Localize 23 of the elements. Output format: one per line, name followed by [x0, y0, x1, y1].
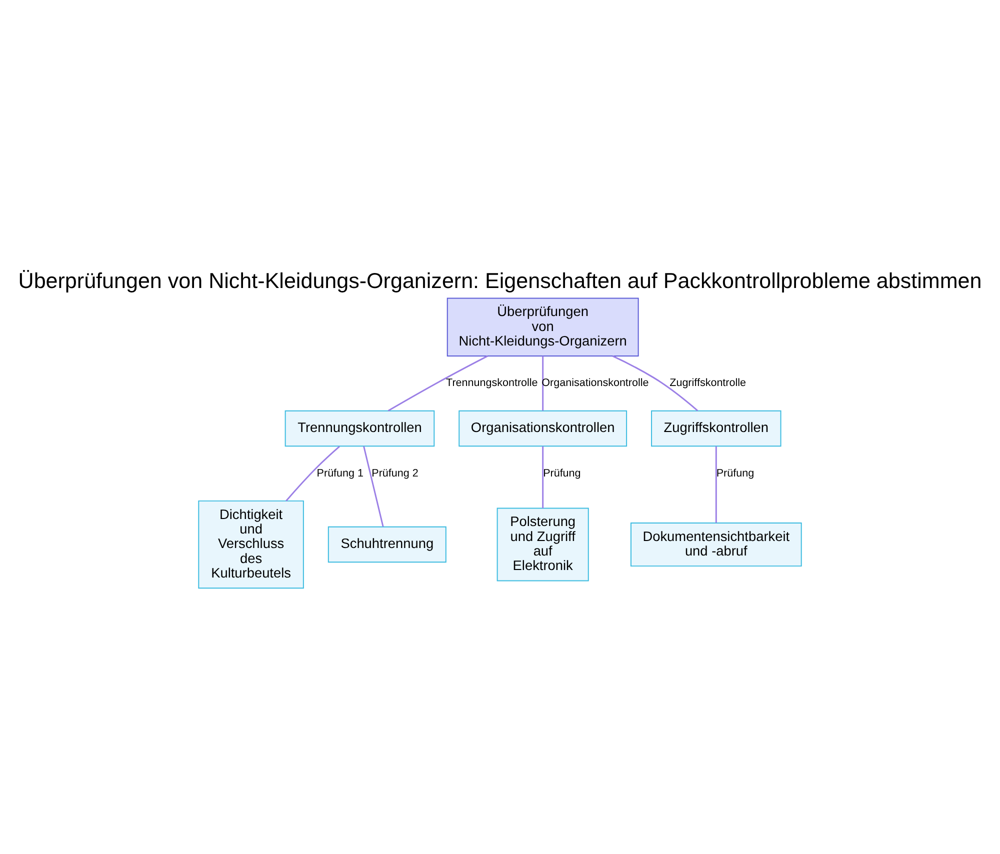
- node-box: Organisationskontrollen: [458, 410, 628, 446]
- connector: [542, 446, 544, 508]
- connector: [715, 446, 717, 522]
- node-box: Schuhtrennung: [328, 526, 446, 562]
- connector: [612, 354, 698, 411]
- edge-label: Prüfung 1: [316, 466, 364, 479]
- connector: [286, 445, 340, 501]
- edge-label: Prüfung 2: [372, 466, 418, 479]
- edge-label: Trennungskontrolle: [446, 376, 538, 389]
- node-box: Trennungskontrollen: [284, 410, 435, 446]
- edge-label: Prüfung: [716, 466, 754, 479]
- connector: [363, 446, 384, 526]
- node-box: Dokumentensichtbarkeit und -abruf: [630, 522, 802, 566]
- edge-label: Prüfung: [543, 466, 581, 479]
- node-box: Zugriffskontrollen: [651, 410, 782, 446]
- node-box: Polsterung und Zugriff auf Elektronik: [496, 507, 589, 581]
- node-box: Dichtigkeit und Verschluss des Kulturbeutels: [198, 500, 304, 588]
- node-box: Überprüfungen von Nicht-Kleidungs-Organizern: [446, 297, 639, 356]
- connector: [388, 354, 488, 411]
- edge-label: Zugriffskontrolle: [670, 376, 746, 389]
- edge-label: Organisationskontrolle: [542, 376, 649, 389]
- diagram-title: Überprüfungen von Nicht-Kleidungs-Organizern: Eigenschaften auf Packkontrollprobleme abstimmen: [18, 268, 982, 293]
- connector: [542, 356, 544, 410]
